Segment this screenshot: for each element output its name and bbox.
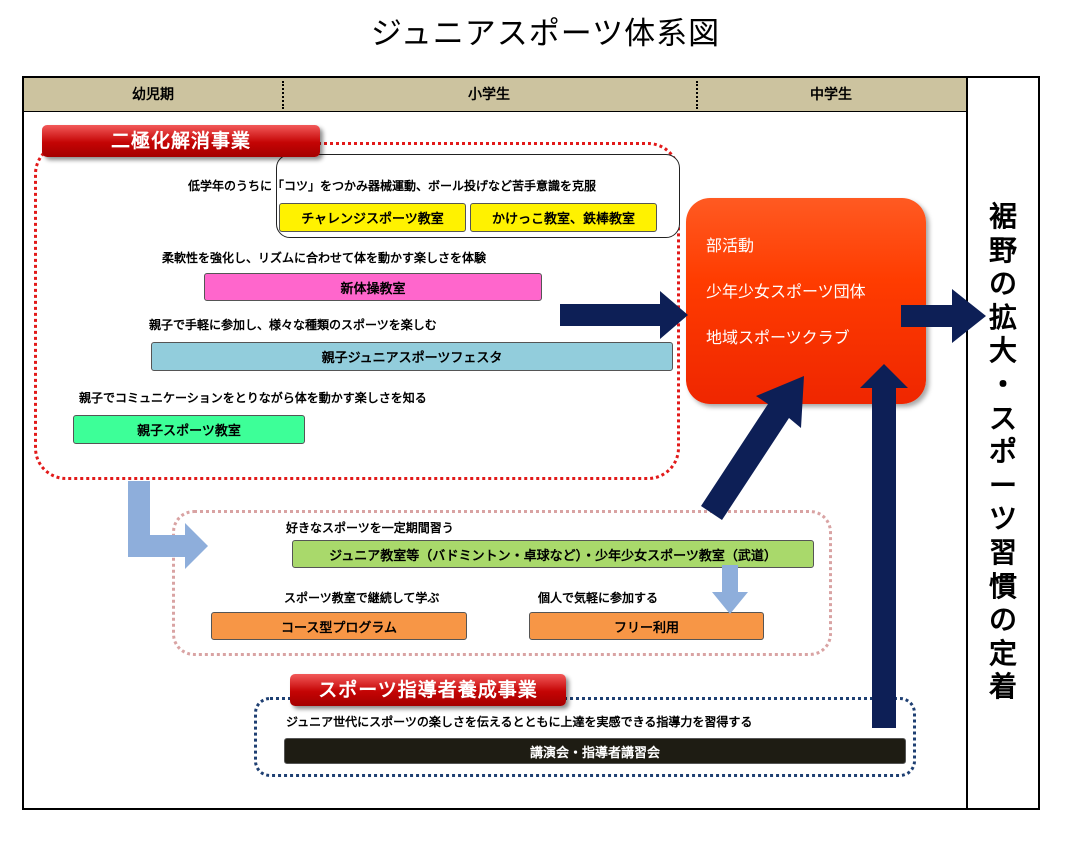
header-divider — [282, 81, 284, 109]
parent-child-junior-sports-festa-box: 親子ジュニアスポーツフェスタ — [151, 342, 673, 371]
header-cell-elementary: 小学生 — [468, 87, 510, 103]
parent-child-sports-class-box: 親子スポーツ教室 — [73, 415, 305, 444]
label-flexibility: 柔軟性を強化し、リズムに合わせて体を動かす楽しさを体験 — [162, 251, 487, 265]
label-instructor: ジュニア世代にスポーツの楽しさを伝えるとともに上達を実感できる指導力を習得する — [286, 715, 753, 729]
header-cell-preschool: 幼児期 — [132, 87, 174, 103]
arrow-bent-light-blue-icon — [128, 481, 208, 569]
club-item-community-club: 地域スポーツクラブ — [706, 328, 850, 347]
junior-class-box: ジュニア教室等（バドミントン・卓球など）・少年少女スポーツ教室（武道） — [292, 540, 814, 568]
continuing-sports-group — [172, 510, 832, 656]
side-vertical-text: 裾 野 の 拡 大 ・ ス ポ ー ツ 習 慣 の 定 着 — [988, 200, 1017, 704]
stage-header: 幼児期 小学生 中学生 — [24, 78, 966, 112]
label-continue: スポーツ教室で継続して学ぶ — [284, 591, 440, 605]
polarization-banner: 二極化解消事業 — [42, 125, 320, 157]
label-casual: 個人で気軽に参加する — [538, 591, 659, 605]
header-divider — [696, 81, 698, 109]
running-bar-class-box: かけっこ教室、鉄棒教室 — [470, 203, 657, 232]
club-item-bukatsu: 部活動 — [706, 236, 755, 255]
arrow-diagonal-to-club-icon — [701, 376, 804, 520]
club-item-youth-groups: 少年少女スポーツ団体 — [706, 282, 866, 301]
club-activities-box: 部活動 少年少女スポーツ団体 地域スポーツクラブ — [686, 198, 926, 404]
arrow-up-to-club-icon — [860, 364, 908, 728]
label-low-grade: 低学年のうちに「コツ」をつかみ器械運動、ボール投げなど苦手意識を克服 — [188, 179, 597, 193]
challenge-sports-class-box: チャレンジスポーツ教室 — [279, 203, 466, 232]
label-parent-child-festa: 親子で手軽に参加し、様々な種類のスポーツを楽しむ — [149, 318, 437, 332]
instructor-training-group — [254, 697, 916, 777]
label-parent-child-communication: 親子でコミュニケーションをとりながら体を動かす楽しさを知る — [79, 391, 427, 405]
free-use-box: フリー利用 — [529, 612, 764, 640]
header-cell-junior-high: 中学生 — [810, 87, 852, 103]
lecture-training-box: 講演会・指導者講習会 — [284, 738, 906, 764]
arrow-right-to-club-icon — [560, 291, 688, 339]
diagram-title: ジュニアスポーツ体系図 — [370, 16, 721, 52]
arrow-down-light-blue-icon — [712, 565, 748, 614]
instructor-training-banner: スポーツ指導者養成事業 — [290, 674, 566, 706]
side-panel — [966, 76, 1040, 810]
arrow-right-to-side-icon — [901, 289, 986, 343]
label-learn-period: 好きなスポーツを一定期間習う — [286, 521, 454, 535]
rhythmic-gymnastics-class-box: 新体操教室 — [204, 273, 542, 301]
course-program-box: コース型プログラム — [211, 612, 467, 640]
